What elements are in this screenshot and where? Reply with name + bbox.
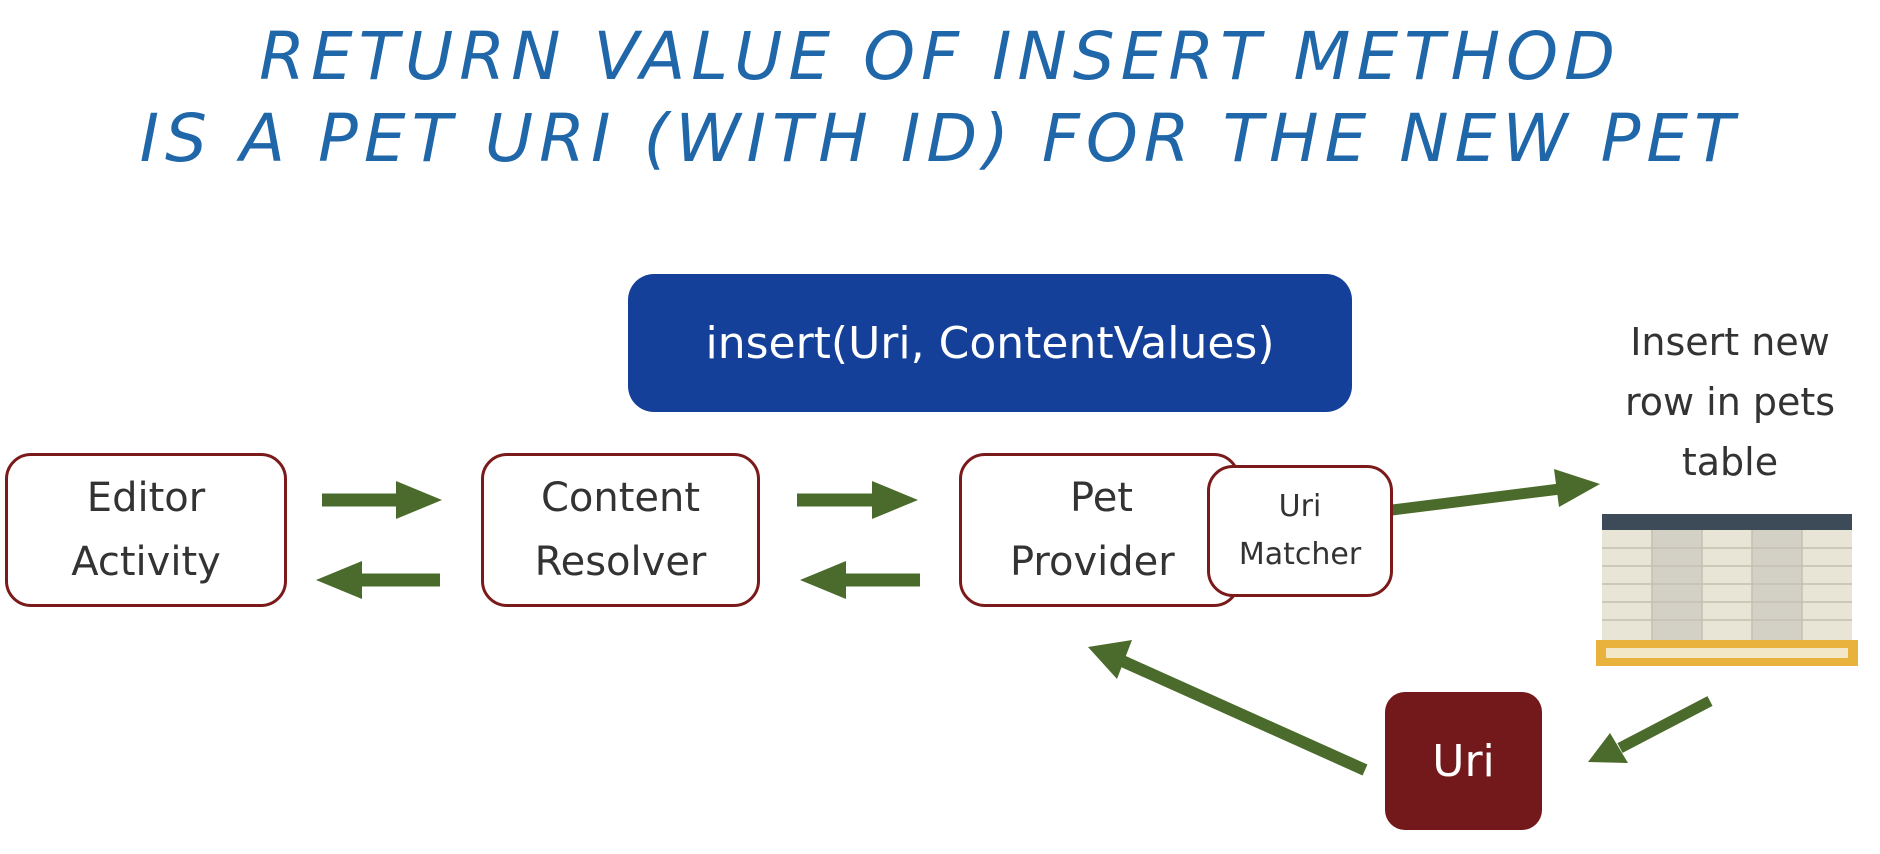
diagram-title-line-1: RETURN VALUE OF INSERT METHOD	[259, 18, 1621, 95]
arrow-uri-to-provider	[1088, 640, 1368, 776]
arrow-editor-to-resolver	[322, 481, 442, 519]
insert-row-label: Insert new row in pets table	[1580, 312, 1880, 492]
pet-provider-line-2: Provider	[1010, 539, 1175, 585]
content-resolver-line-2: Resolver	[534, 539, 707, 585]
insert-row-line-2: row in pets	[1624, 380, 1836, 424]
content-resolver-line-1: Content	[540, 475, 701, 521]
diagram-title-line-2: IS A PET URI (WITH ID) FOR THE NEW PET	[139, 100, 1741, 177]
arrow-matcher-to-table	[1391, 469, 1600, 516]
insert-row-line-1: Insert new	[1630, 320, 1830, 364]
uri-matcher-line-1: Uri	[1278, 489, 1322, 524]
editor-activity-node: Editor Activity	[5, 453, 287, 607]
uri-matcher-line-2: Matcher	[1238, 537, 1362, 572]
uri-result-label: Uri	[1432, 735, 1495, 787]
insert-method-label: insert(Uri, ContentValues)	[705, 317, 1275, 369]
pet-provider-line-1: Pet	[1070, 475, 1133, 521]
pet-provider-node: Pet Provider	[959, 453, 1240, 607]
insert-method-box: insert(Uri, ContentValues)	[628, 274, 1352, 412]
arrow-resolver-to-editor	[316, 561, 440, 599]
insert-row-line-3: table	[1681, 440, 1779, 484]
content-resolver-node: Content Resolver	[481, 453, 760, 607]
editor-activity-line-2: Activity	[71, 539, 221, 585]
arrow-resolver-to-provider	[797, 481, 918, 519]
editor-activity-line-1: Editor	[86, 475, 206, 521]
pets-table-icon	[1596, 514, 1858, 666]
uri-result-box: Uri	[1385, 692, 1542, 830]
arrow-provider-to-resolver	[800, 561, 920, 599]
uri-matcher-node: Uri Matcher	[1207, 465, 1393, 597]
arrow-table-to-uri	[1588, 696, 1713, 763]
